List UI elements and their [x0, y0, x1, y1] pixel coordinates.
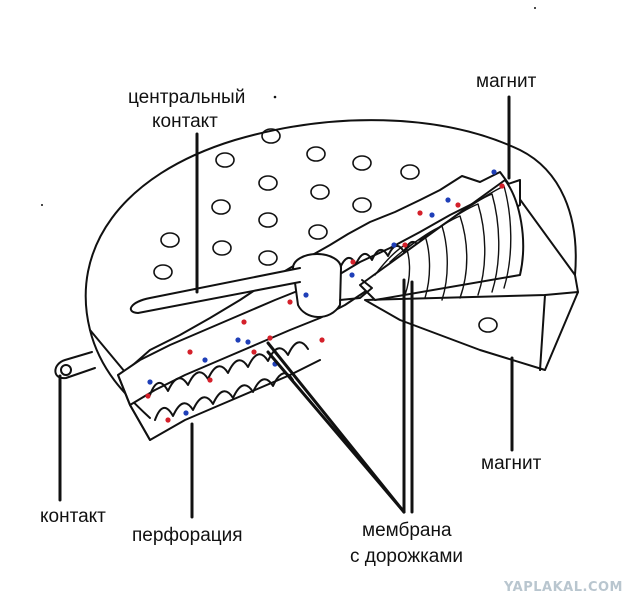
- membrane-cone: [359, 179, 525, 301]
- central-contact-wire: [129, 267, 301, 314]
- contact-lug: [54, 351, 96, 380]
- label-central-contact-line2: контакт: [152, 111, 218, 132]
- label-contact: контакт: [40, 506, 106, 527]
- watermark: YAPLAKAL.COM: [504, 580, 623, 595]
- label-magnet-right: магнит: [481, 453, 542, 474]
- leader-membrane-b: [266, 341, 406, 514]
- label-perforation: перфорация: [132, 525, 243, 546]
- label-membrane-line2: с дорожками: [350, 546, 464, 567]
- magnet-dots-red: [145, 183, 505, 423]
- driver-disc-top: [84, 119, 577, 373]
- label-magnet-top: магнит: [476, 71, 537, 92]
- driver-disc-rim: [89, 329, 151, 419]
- label-membrane-line1: мембрана: [362, 520, 452, 541]
- magnet-wedge: [364, 291, 579, 371]
- leader-lines: [58, 95, 514, 519]
- perforation-holes: [153, 128, 498, 333]
- perforation-teeth: [149, 341, 309, 396]
- label-central-contact-line1: центральный: [128, 87, 246, 108]
